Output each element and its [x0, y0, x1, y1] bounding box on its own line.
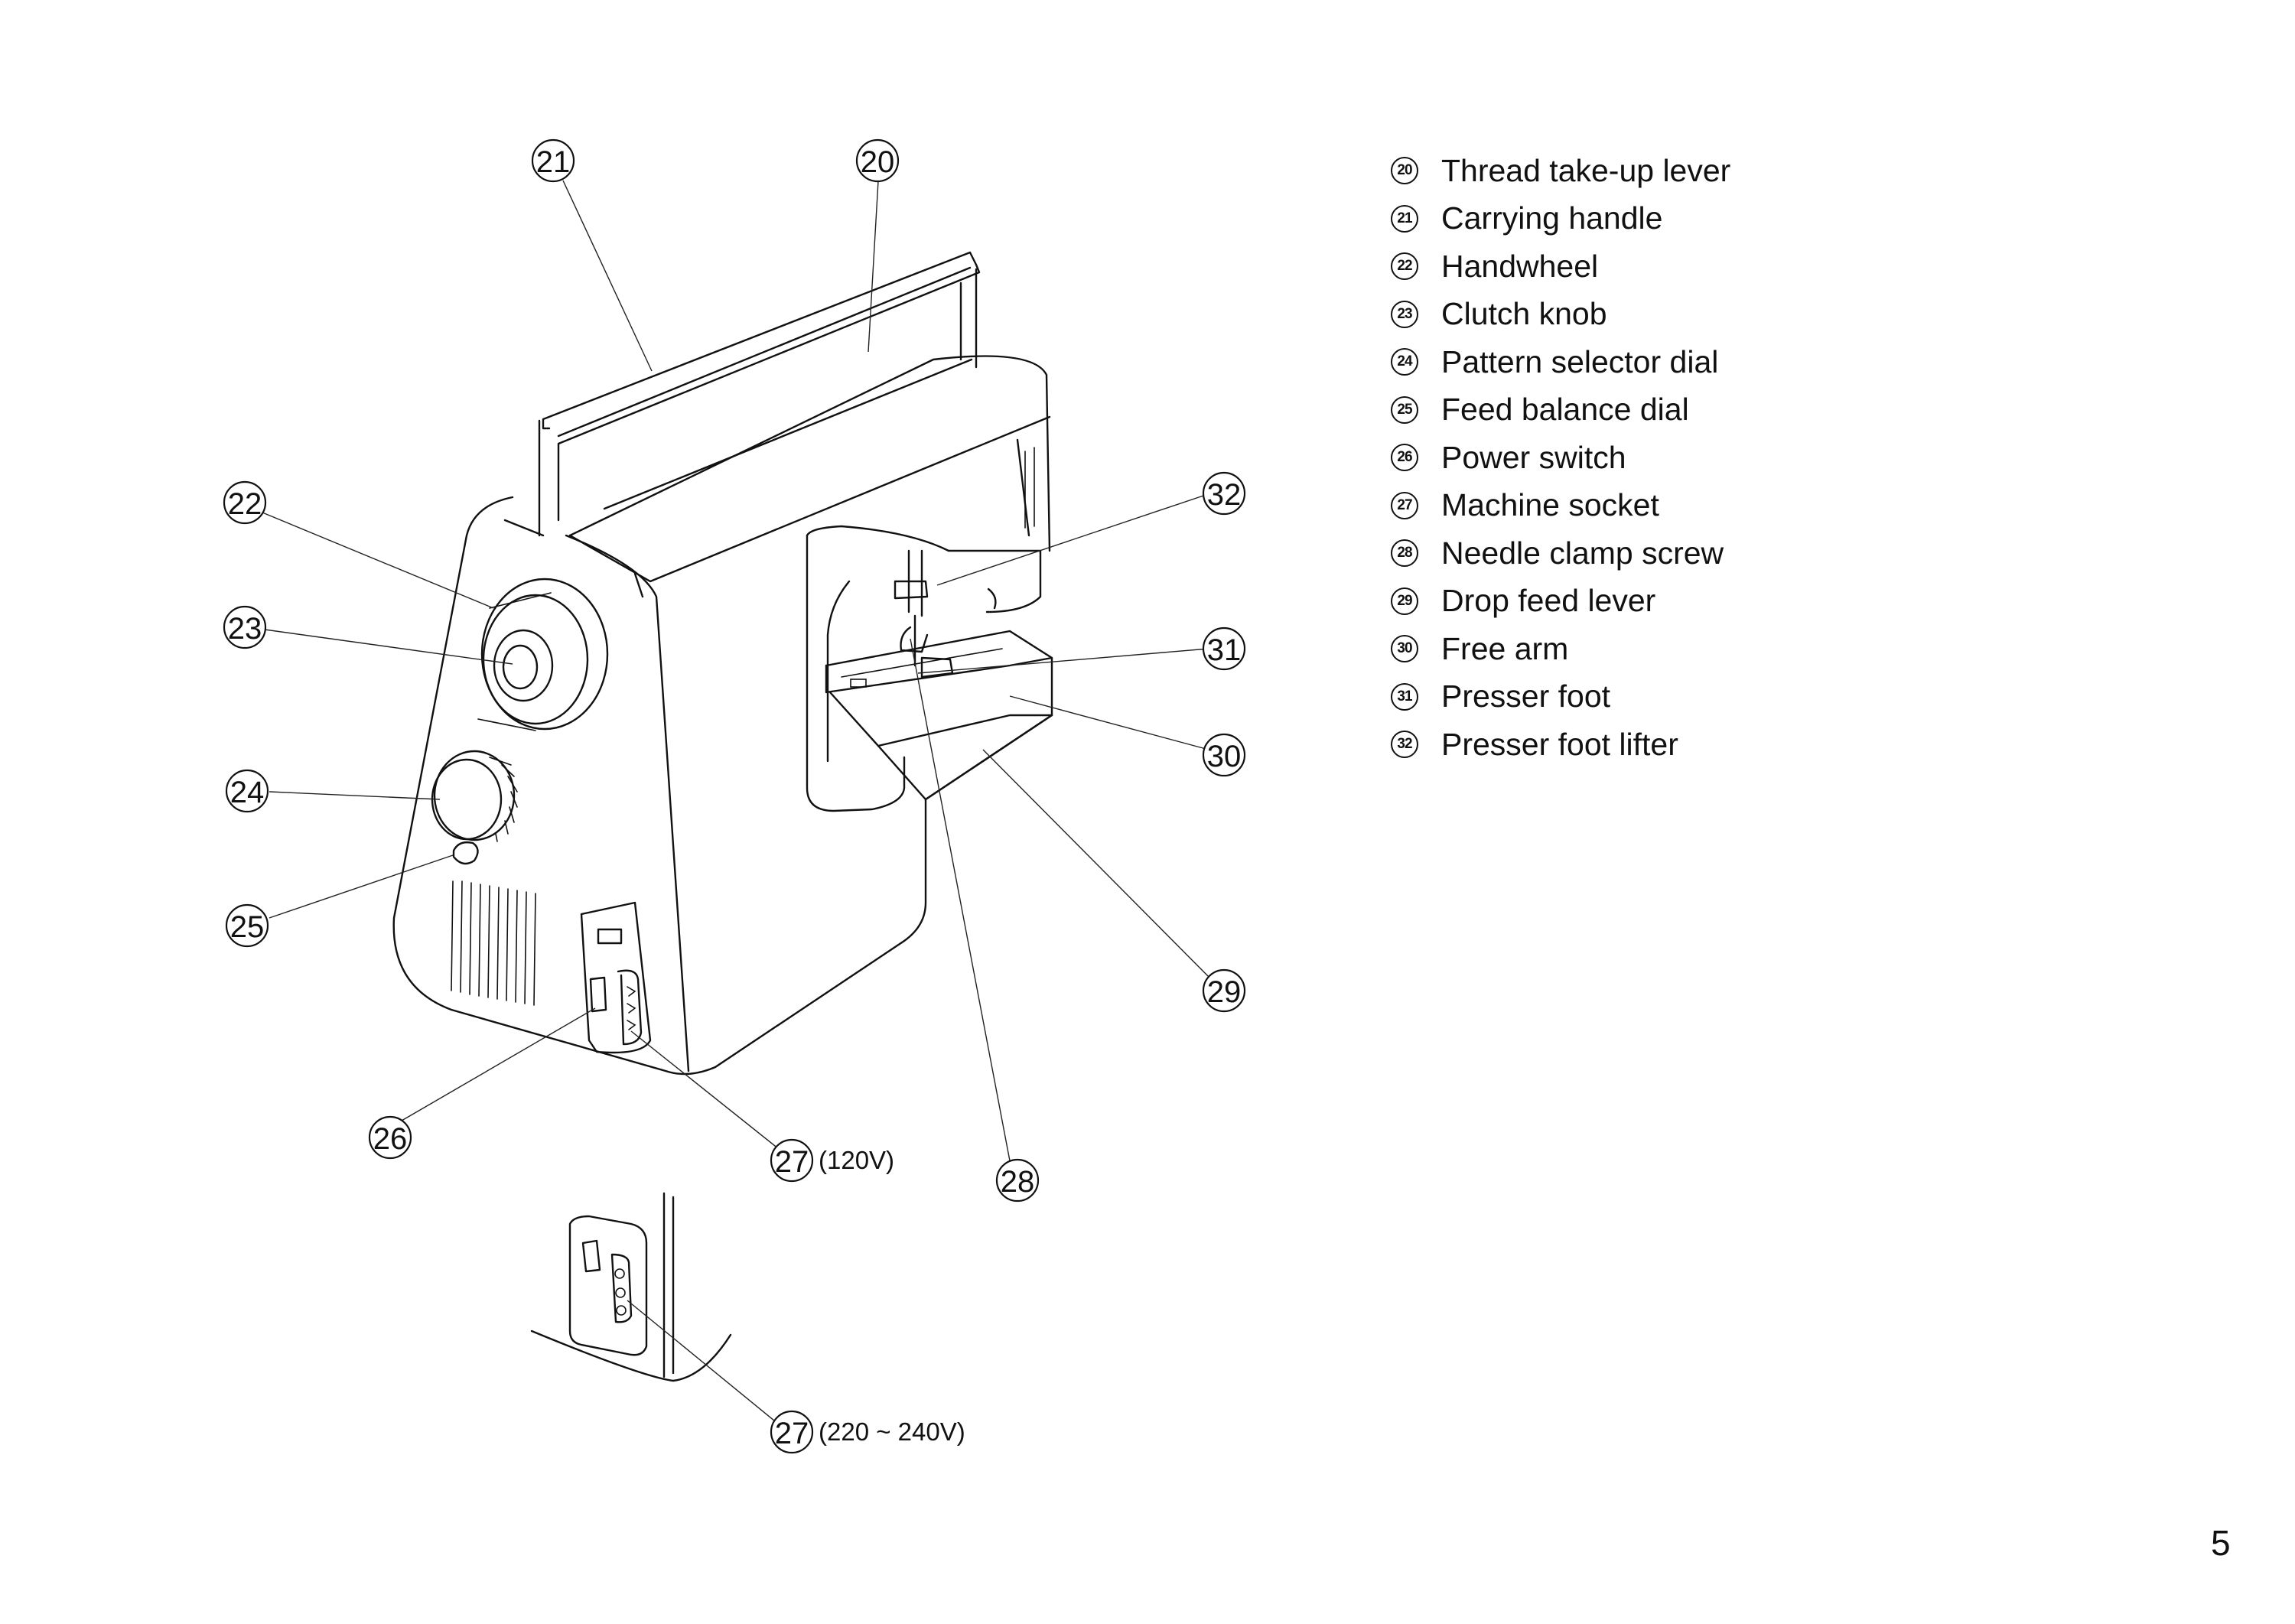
svg-text:23: 23 [228, 612, 262, 646]
svg-text:30: 30 [1207, 740, 1242, 773]
callout-22: 22 [223, 480, 267, 525]
callout-32: 32 [1202, 471, 1246, 516]
legend-item: 31 Presser foot [1391, 673, 1730, 721]
parts-legend: 20 Thread take-up lever 21 Carrying hand… [1391, 147, 1730, 769]
legend-number: 28 [1391, 539, 1418, 568]
legend-label: Presser foot lifter [1441, 726, 1678, 762]
voltage-label-120v: (120V) [819, 1146, 894, 1174]
legend-item: 22 Handwheel [1391, 242, 1730, 291]
callout-23: 23 [223, 605, 267, 649]
legend-label: Machine socket [1441, 487, 1659, 523]
legend-number: 25 [1391, 395, 1418, 424]
callout-28: 28 [995, 1158, 1040, 1203]
legend-item: 24 Pattern selector dial [1391, 338, 1730, 386]
legend-number: 30 [1391, 635, 1418, 663]
svg-text:26: 26 [373, 1122, 408, 1156]
svg-text:27: 27 [775, 1145, 809, 1179]
callout-31: 31 [1202, 626, 1246, 671]
legend-item: 29 Drop feed lever [1391, 578, 1730, 626]
legend-label: Thread take-up lever [1441, 152, 1731, 188]
callout-21: 21 [531, 138, 575, 183]
callout-29: 29 [1202, 968, 1246, 1013]
legend-number: 27 [1391, 491, 1418, 519]
voltage-label-220v: (220 ~ 240V) [819, 1417, 965, 1446]
legend-number: 26 [1391, 444, 1418, 472]
legend-item: 32 Presser foot lifter [1391, 721, 1730, 769]
callout-20: 20 [855, 138, 900, 183]
svg-text:29: 29 [1207, 975, 1242, 1009]
svg-text:31: 31 [1207, 633, 1242, 667]
leader-lines [262, 180, 1213, 1425]
legend-label: Drop feed lever [1441, 583, 1656, 619]
legend-label: Feed balance dial [1441, 392, 1689, 428]
legend-item: 21 Carrying handle [1391, 195, 1730, 243]
sewing-machine-illustration [392, 251, 1053, 1382]
page-number: 5 [2211, 1523, 2231, 1563]
legend-item: 27 Machine socket [1391, 482, 1730, 530]
legend-label: Free arm [1441, 630, 1569, 666]
callout-24: 24 [225, 769, 269, 813]
callout-27-220v: 27 (220 ~ 240V) [770, 1410, 965, 1454]
legend-item: 23 Clutch knob [1391, 291, 1730, 339]
legend-number: 23 [1391, 300, 1418, 328]
legend-label: Pattern selector dial [1441, 343, 1719, 379]
legend-item: 26 Power switch [1391, 434, 1730, 482]
legend-item: 25 Feed balance dial [1391, 386, 1730, 434]
svg-text:28: 28 [1001, 1165, 1035, 1199]
legend-label: Needle clamp screw [1441, 535, 1724, 571]
legend-number: 31 [1391, 682, 1418, 711]
legend-label: Handwheel [1441, 248, 1599, 284]
legend-number: 21 [1391, 204, 1418, 233]
svg-text:24: 24 [230, 776, 265, 809]
svg-text:27: 27 [775, 1417, 809, 1450]
legend-label: Carrying handle [1441, 200, 1663, 236]
svg-text:21: 21 [536, 145, 571, 179]
callout-26: 26 [368, 1115, 412, 1160]
callout-25: 25 [225, 903, 269, 948]
callout-30: 30 [1202, 733, 1246, 777]
legend-number: 22 [1391, 252, 1418, 281]
callout-27-120v: 27 (120V) [770, 1138, 894, 1183]
legend-item: 28 Needle clamp screw [1391, 529, 1730, 578]
legend-number: 20 [1391, 157, 1418, 185]
svg-text:20: 20 [861, 145, 895, 179]
legend-number: 29 [1391, 587, 1418, 615]
legend-number: 32 [1391, 731, 1418, 759]
legend-label: Clutch knob [1441, 296, 1607, 332]
svg-text:25: 25 [230, 910, 265, 944]
legend-number: 24 [1391, 348, 1418, 376]
legend-item: 20 Thread take-up lever [1391, 147, 1730, 195]
legend-label: Power switch [1441, 439, 1626, 475]
svg-text:22: 22 [228, 487, 262, 521]
svg-text:32: 32 [1207, 478, 1242, 512]
legend-item: 30 Free arm [1391, 625, 1730, 673]
legend-label: Presser foot [1441, 679, 1611, 714]
